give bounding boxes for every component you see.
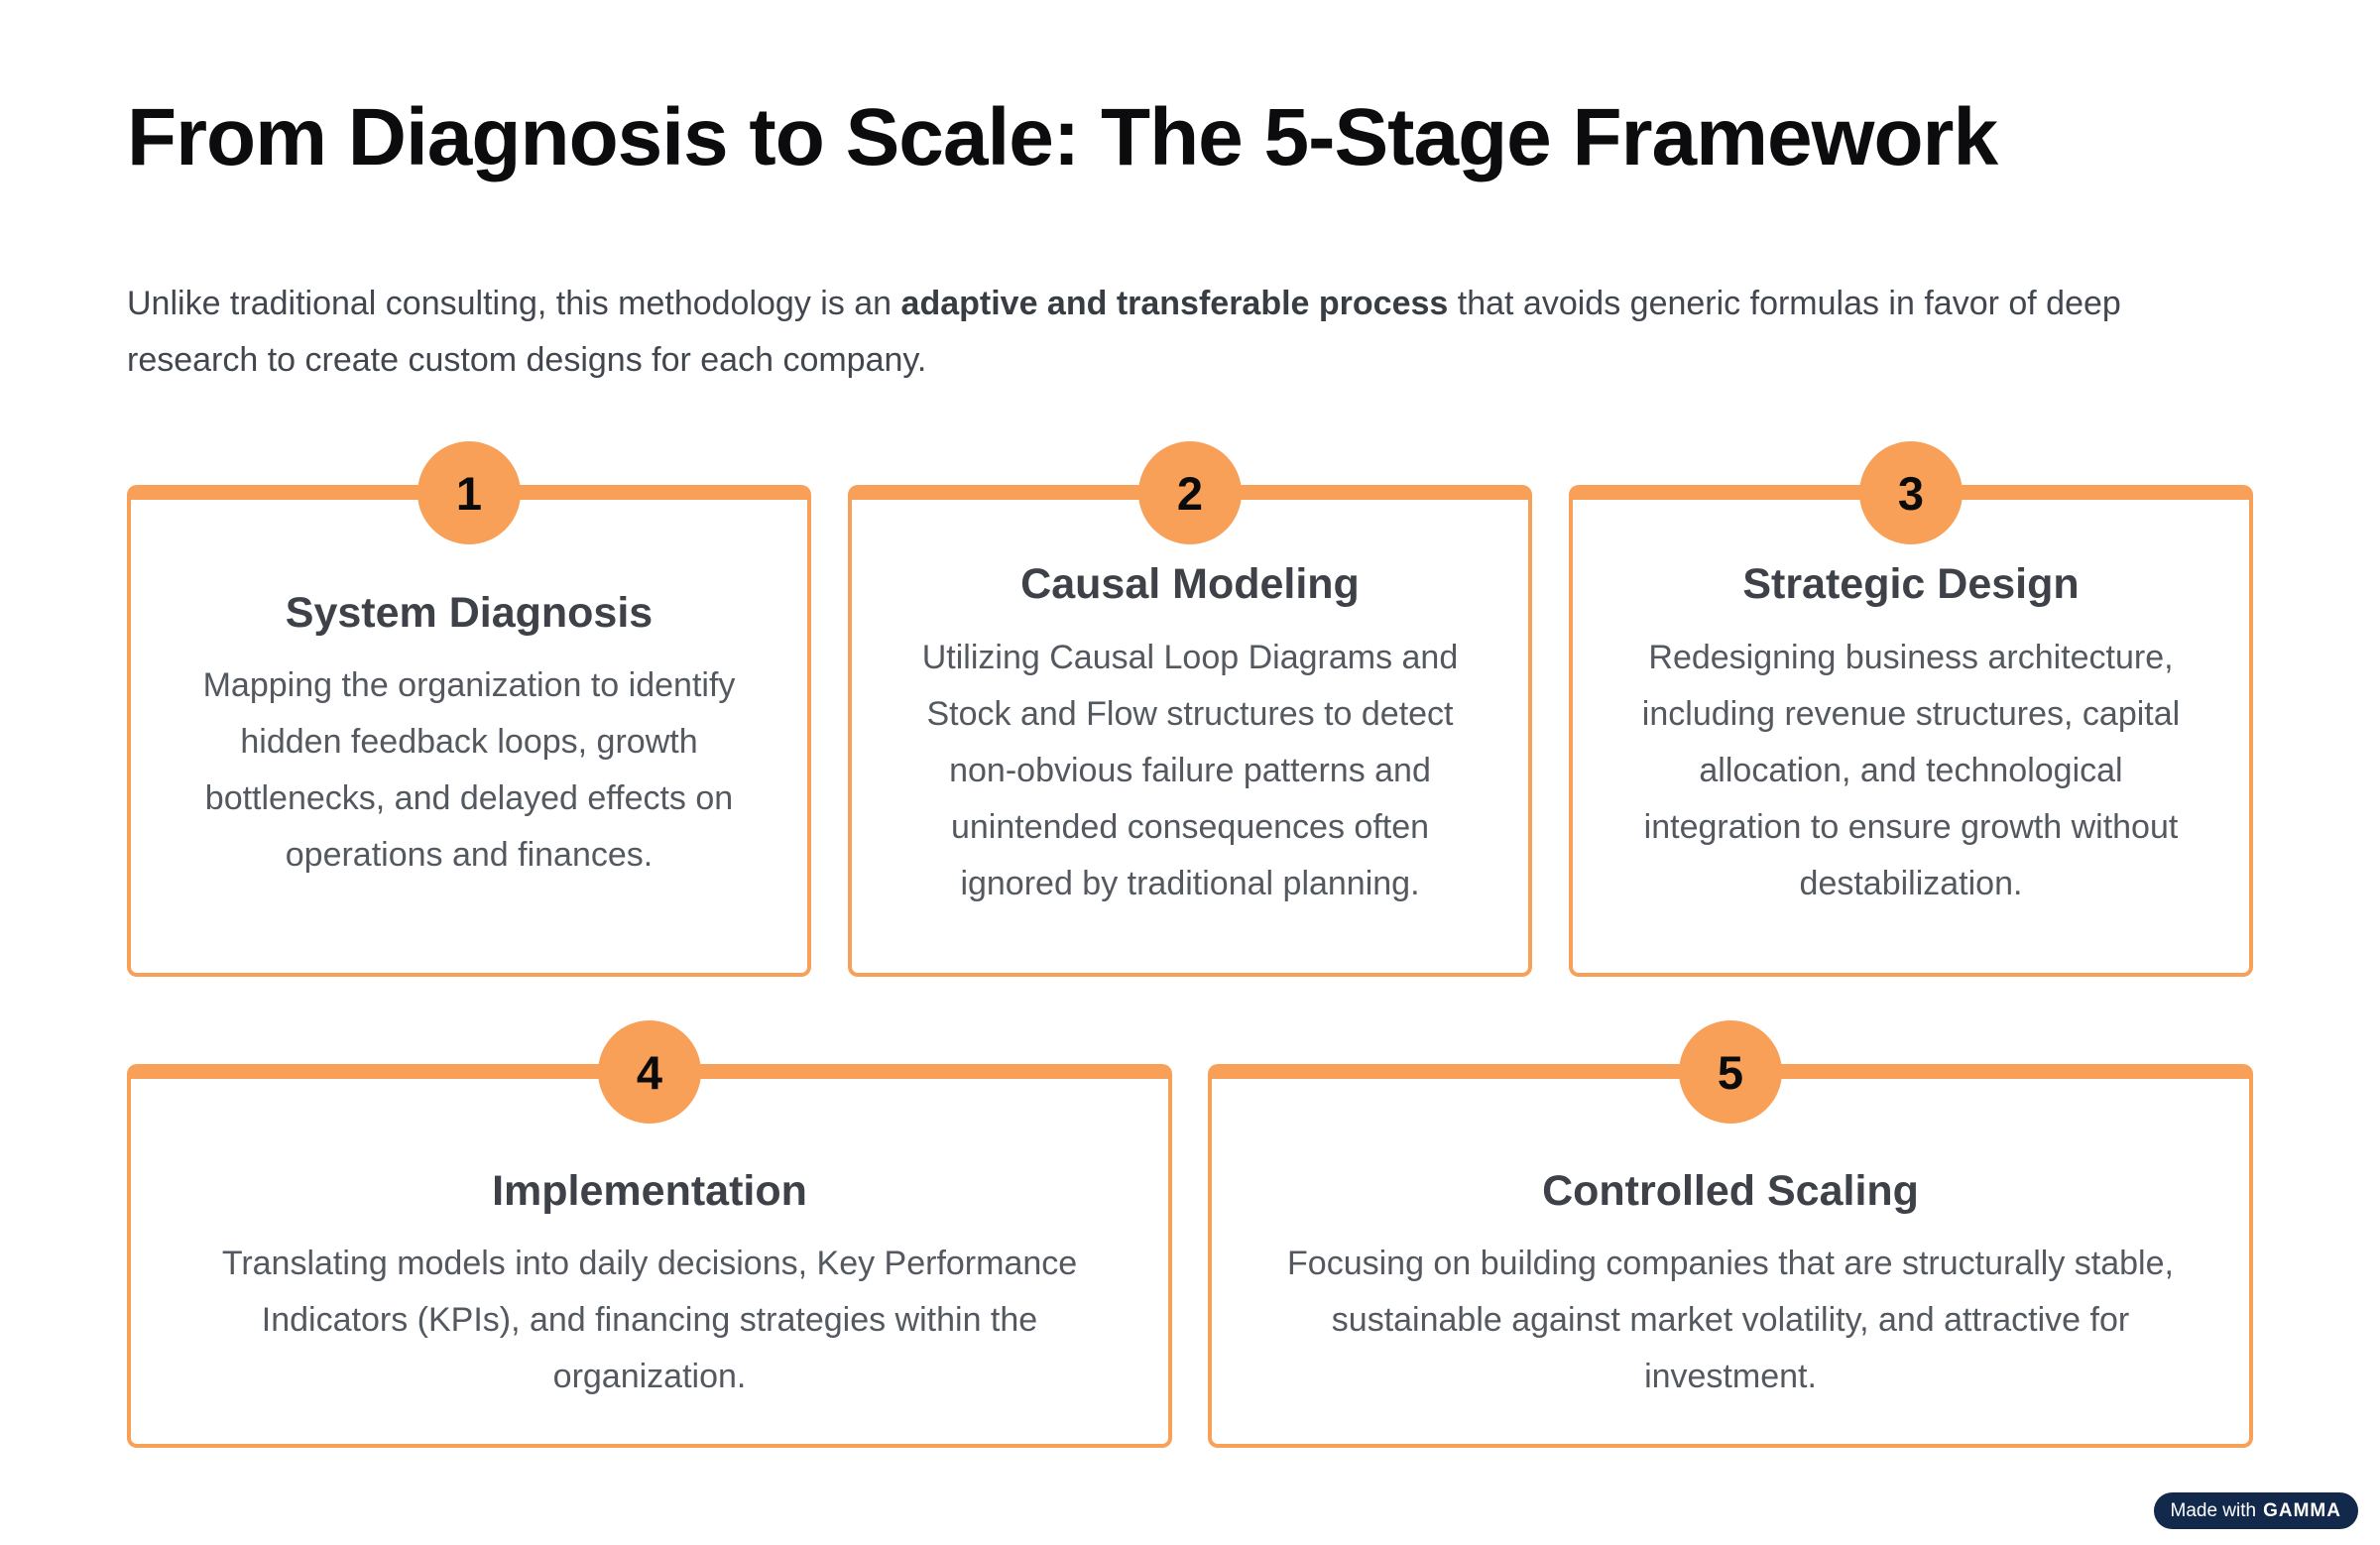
stage-2-title: Causal Modeling [1020, 560, 1360, 609]
badge-prefix-text: Made with [2170, 1500, 2257, 1521]
stage-card-1: 1 System Diagnosis Mapping the organizat… [127, 441, 811, 977]
stage-3-description: Redesigning business architecture, inclu… [1641, 638, 2181, 902]
stage-row-top: 1 System Diagnosis Mapping the organizat… [127, 441, 2253, 977]
stage-1-number: 1 [455, 466, 483, 520]
stage-5-title: Controlled Scaling [1542, 1166, 1919, 1215]
stage-4-number: 4 [636, 1045, 663, 1099]
stage-5-number-badge: 5 [1679, 1020, 1782, 1124]
stage-5-number: 5 [1717, 1045, 1744, 1099]
gamma-logo-text: GAMMA [2263, 1500, 2341, 1521]
stage-3-number: 3 [1897, 466, 1925, 520]
stage-1-description: Mapping the organization to identify hid… [202, 666, 736, 875]
made-with-gamma-badge[interactable]: Made with GAMMA [2153, 1492, 2358, 1529]
stage-3-title: Strategic Design [1742, 560, 2080, 609]
stage-card-5: 5 Controlled Scaling Focusing on buildin… [1208, 1020, 2253, 1448]
intro-text-start: Unlike traditional consulting, this meth… [127, 285, 901, 322]
stage-2-number: 2 [1176, 466, 1204, 520]
intro-text-bold: adaptive and transferable process [900, 285, 1449, 322]
stage-4-description: Translating models into daily decisions,… [221, 1245, 1078, 1396]
stage-4-number-badge: 4 [598, 1020, 701, 1124]
stage-1-title: System Diagnosis [285, 588, 654, 637]
page-title: From Diagnosis to Scale: The 5-Stage Fra… [127, 92, 1998, 182]
stage-row-bottom: 4 Implementation Translating models into… [127, 1020, 2253, 1448]
stage-card-3: 3 Strategic Design Redesigning business … [1569, 441, 2253, 977]
stage-3-number-badge: 3 [1859, 441, 1963, 544]
intro-text-end: that avoids generic formulas in favor of… [127, 285, 2121, 379]
stage-2-number-badge: 2 [1138, 441, 1242, 544]
stage-2-description: Utilizing Causal Loop Diagrams and Stock… [921, 638, 1459, 902]
stage-card-4: 4 Implementation Translating models into… [127, 1020, 1172, 1448]
stage-5-description: Focusing on building companies that are … [1287, 1245, 2174, 1396]
intro-paragraph: Unlike traditional consulting, this meth… [127, 276, 2259, 389]
stage-card-2: 2 Causal Modeling Utilizing Causal Loop … [848, 441, 1532, 977]
stage-4-title: Implementation [492, 1166, 807, 1215]
stage-1-number-badge: 1 [417, 441, 521, 544]
